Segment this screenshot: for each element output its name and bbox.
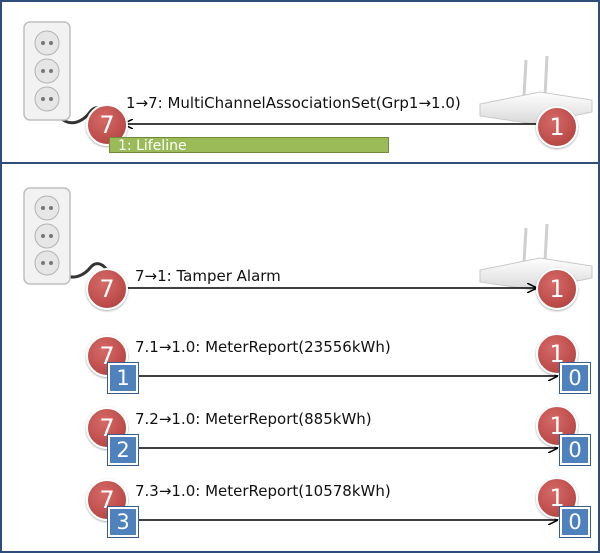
tamper-alarm-message: 7→1: Tamper Alarm (135, 267, 281, 285)
node-target: 1 (536, 477, 578, 519)
lifeline-group: 1: Lifeline (109, 137, 389, 154)
endpoint-source: 3 (108, 507, 138, 537)
node-source: 1 (536, 106, 578, 148)
endpoint-target: 0 (560, 435, 590, 465)
router-icon (479, 55, 593, 125)
endpoint-target: 0 (560, 507, 590, 537)
node-target: 1 (536, 268, 578, 310)
association-set-message: 1→7: MultiChannelAssociationSet(Grp1→1.0… (126, 94, 461, 112)
meter-report-message: 7.3→1.0: MeterReport(10578kWh) (135, 482, 391, 500)
endpoint-target: 0 (560, 363, 590, 393)
endpoint-source: 1 (108, 363, 138, 393)
node-source: 7 (86, 268, 128, 310)
power-strip-icon (23, 187, 110, 285)
power-strip-icon (23, 21, 110, 125)
meter-report-message: 7.1→1.0: MeterReport(23556kWh) (135, 338, 391, 356)
meter-report-message: 7.2→1.0: MeterReport(885kWh) (135, 410, 372, 428)
node-source: 7 (86, 479, 128, 521)
endpoint-source: 2 (108, 435, 138, 465)
node-target: 1 (536, 405, 578, 447)
